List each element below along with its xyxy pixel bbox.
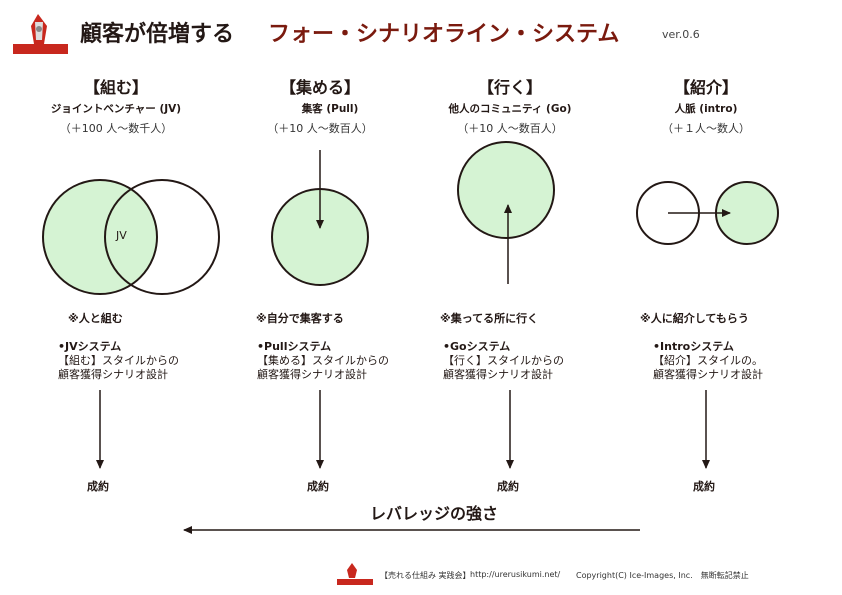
title-system: フォー・シナリオライン・システム <box>268 22 620 47</box>
result-go: 成約 <box>497 480 519 493</box>
heading-pull: 【集める】 <box>279 78 360 97</box>
footer-rocket-logo <box>337 563 373 585</box>
note-jv: ※人と組む <box>68 312 123 325</box>
subtitle-pull: 集客 (Pull) <box>301 103 359 115</box>
jv-own-circle <box>42 179 158 295</box>
note-intro: ※人に紹介してもらう <box>640 312 749 325</box>
leverage-label: レバレッジの強さ <box>370 504 499 523</box>
footer-event: 【売れる仕組み 実践会】 <box>380 571 471 580</box>
note-pull: ※自分で集客する <box>256 312 344 325</box>
heading-intro: 【紹介】 <box>673 78 738 97</box>
system-intro: •Introシステム 【紹介】スタイルの。 顧客獲得シナリオ設計 <box>653 340 763 382</box>
range-pull: （＋10 人〜数百人） <box>267 122 373 135</box>
heading-go: 【行く】 <box>477 78 542 97</box>
system-go: •Goシステム 【行く】スタイルからの 顧客獲得シナリオ設計 <box>443 340 564 382</box>
note-go: ※集ってる所に行く <box>440 312 539 325</box>
system-desc: 【行く】スタイルからの <box>443 354 564 367</box>
system-desc: 顧客獲得シナリオ設計 <box>443 368 553 381</box>
jv-partner-circle <box>104 179 220 295</box>
system-desc: 【紹介】スタイルの。 <box>653 354 763 367</box>
subtitle-go: 他人のコミュニティ (Go) <box>448 103 572 115</box>
system-desc: 顧客獲得シナリオ設計 <box>257 368 367 381</box>
rocket-logo <box>13 14 68 54</box>
footer-copyright: Copyright(C) Ice-Images, Inc. 無断転記禁止 <box>576 571 749 580</box>
system-desc: 顧客獲得シナリオ設計 <box>653 368 763 381</box>
range-intro: （＋１人〜数人） <box>662 122 750 135</box>
result-intro: 成約 <box>693 480 715 493</box>
system-pull: •Pullシステム 【集める】スタイルからの 顧客獲得シナリオ設計 <box>257 340 389 382</box>
subtitle-intro: 人脈 (intro) <box>674 103 738 115</box>
jv-overlap-label: JV <box>116 229 127 242</box>
subtitle-jv: ジョイントベンチャー (JV) <box>50 103 182 115</box>
system-jv: •JVシステム 【組む】スタイルからの 顧客獲得シナリオ設計 <box>58 340 179 382</box>
go-circle <box>457 141 555 239</box>
system-name: •Goシステム <box>443 340 511 353</box>
version-label: ver.0.6 <box>662 28 700 41</box>
system-name: •JVシステム <box>58 340 122 353</box>
result-jv: 成約 <box>87 480 109 493</box>
heading-jv: 【組む】 <box>83 78 148 97</box>
system-desc: 【組む】スタイルからの <box>58 354 179 367</box>
footer-url[interactable]: http://urerusikumi.net/ <box>470 570 561 579</box>
result-pull: 成約 <box>307 480 329 493</box>
title-main: 顧客が倍増する <box>80 22 235 47</box>
range-jv: （＋100 人〜数千人） <box>59 122 173 135</box>
system-name: •Pullシステム <box>257 340 332 353</box>
system-desc: 顧客獲得シナリオ設計 <box>58 368 168 381</box>
range-go: （＋10 人〜数百人） <box>457 122 563 135</box>
system-desc: 【集める】スタイルからの <box>257 354 389 367</box>
system-name: •Introシステム <box>653 340 734 353</box>
